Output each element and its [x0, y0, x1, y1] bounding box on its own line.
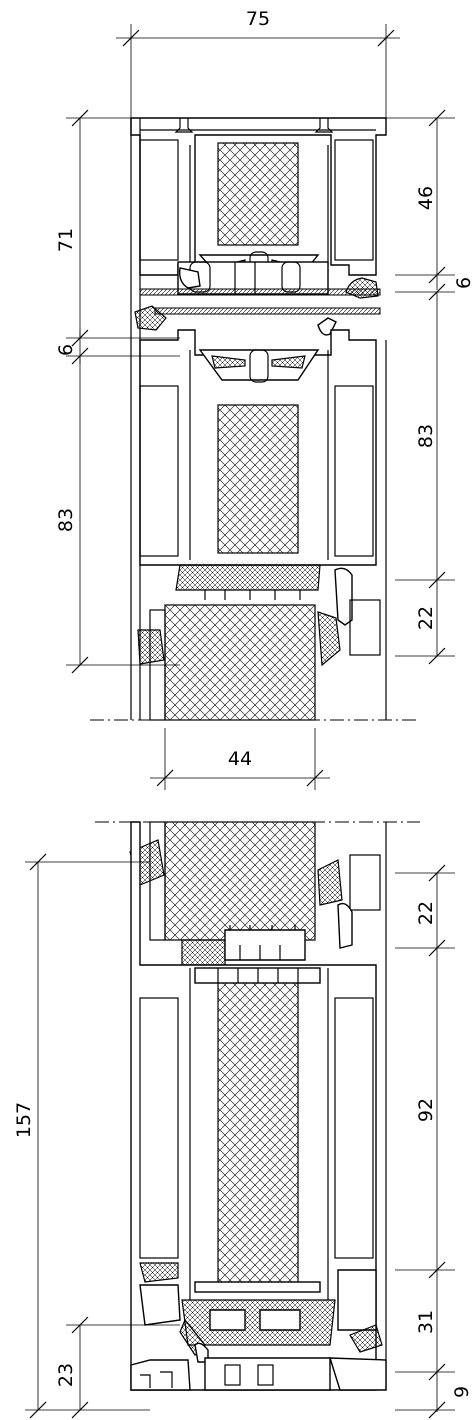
upper-gasket-strip — [175, 564, 381, 656]
dim-label-23: 23 — [55, 1363, 77, 1387]
dim-top-width: 75 — [116, 8, 400, 118]
dim-label-92: 92 — [415, 1098, 437, 1122]
upper-sash-glass — [137, 604, 341, 721]
dim-left-83: 83 — [55, 356, 180, 674]
dim-label-83-right: 83 — [415, 424, 437, 448]
transom-assembly — [134, 261, 381, 336]
dim-upper-right: 46 6 — [330, 109, 475, 301]
dim-label-46: 46 — [415, 186, 437, 210]
dim-label-75: 75 — [246, 8, 270, 30]
dim-right-83: 83 — [395, 292, 455, 589]
dim-label-9: 9 — [451, 1386, 473, 1398]
lower-glass-spacers — [194, 967, 321, 1293]
upper-left-jamb — [130, 118, 387, 720]
dim-label-71: 71 — [55, 228, 77, 252]
dim-lower-left-157: 157 — [13, 853, 150, 1410]
dim-label-6-right: 6 — [453, 277, 475, 289]
dim-glass-44: 44 — [150, 728, 330, 790]
dim-label-6-left: 6 — [55, 344, 77, 356]
dim-label-22-lower: 22 — [415, 901, 437, 925]
dim-label-44: 44 — [228, 748, 252, 770]
lower-sash-glass — [129, 821, 381, 949]
lower-gasket-strip — [181, 925, 306, 966]
dim-lower-right-31: 31 — [395, 1270, 455, 1381]
upper-glass-unit — [217, 142, 299, 246]
middle-thermal-break — [198, 349, 320, 383]
dim-label-22-upper: 22 — [415, 606, 437, 630]
dim-lower-right-9: 9 — [395, 1372, 473, 1419]
dim-label-157: 157 — [13, 1102, 35, 1138]
dim-lower-right-92: 92 — [395, 948, 455, 1279]
dim-label-31: 31 — [415, 1310, 437, 1334]
lower-glass-unit — [217, 979, 299, 1284]
dim-right-22-upper: 22 — [395, 580, 455, 665]
dim-lower-left-23: 23 — [25, 1316, 180, 1419]
dim-label-83-left: 83 — [55, 508, 77, 532]
upper-frame-profile — [130, 117, 387, 276]
dim-lower-right-22: 22 — [395, 864, 455, 957]
bottom-sill-assembly — [130, 1262, 387, 1391]
middle-glass-unit — [217, 404, 299, 554]
dim-upper-left: 71 — [55, 109, 180, 347]
